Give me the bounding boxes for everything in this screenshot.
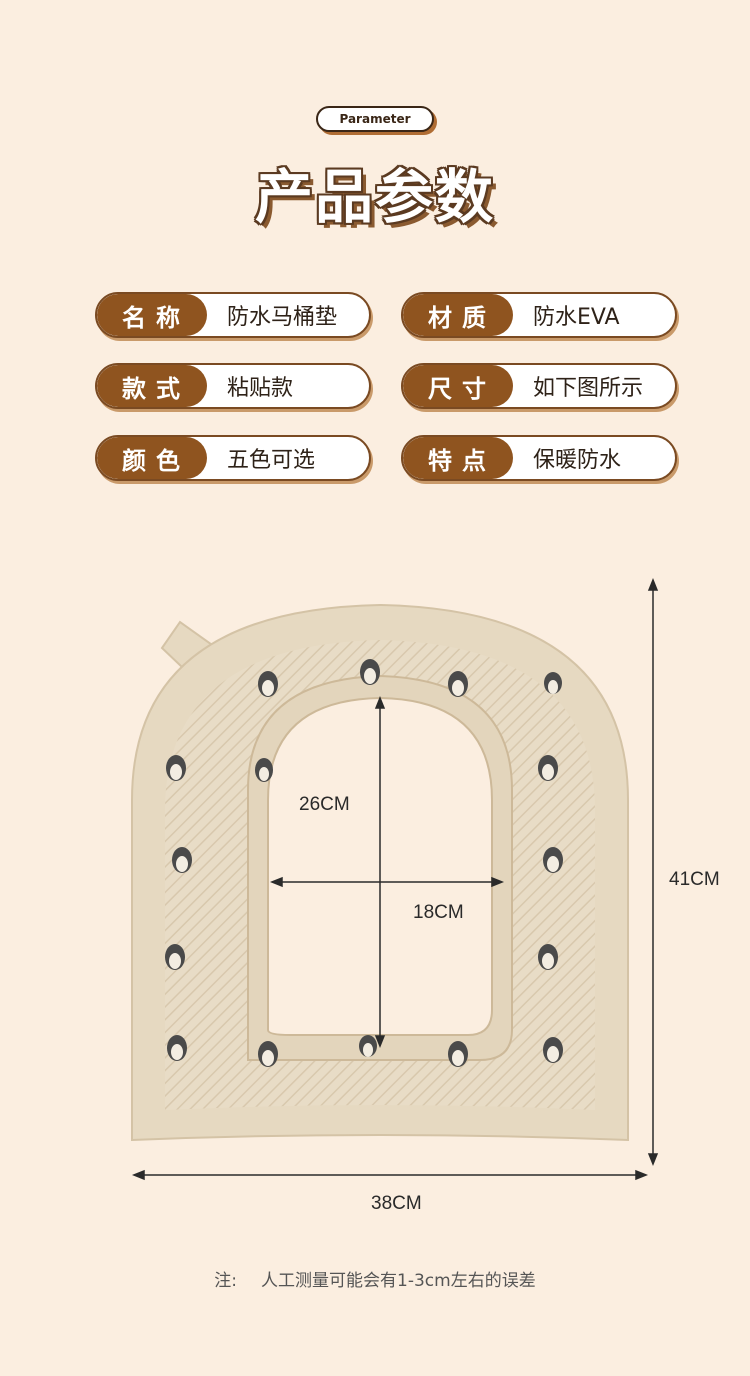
param-material: 材质 防水EVA <box>401 292 677 338</box>
penguin-icon <box>360 659 380 685</box>
penguin-icon <box>538 755 558 781</box>
penguin-icon <box>544 672 562 694</box>
param-value: 粘贴款 <box>227 376 294 401</box>
param-label: 款式 <box>97 365 207 407</box>
inner-width-label: 18CM <box>413 902 464 923</box>
penguin-icon <box>258 671 278 697</box>
penguin-icon <box>543 1037 563 1063</box>
param-value: 防水马桶垫 <box>227 305 338 330</box>
param-value: 如下图所示 <box>533 376 644 401</box>
param-label: 名称 <box>97 294 207 336</box>
param-label: 特点 <box>403 437 513 479</box>
penguin-icon <box>258 1041 278 1067</box>
param-value: 五色可选 <box>227 448 316 473</box>
penguin-icon <box>172 847 192 873</box>
param-color: 颜色 五色可选 <box>95 435 371 481</box>
penguin-icon <box>166 755 186 781</box>
note-prefix: 注: <box>214 1271 238 1291</box>
param-label: 尺寸 <box>403 365 513 407</box>
param-name: 名称 防水马桶垫 <box>95 292 371 338</box>
inner-height-arrow <box>374 695 386 1049</box>
inner-width-arrow <box>269 876 505 888</box>
outer-height-label: 41CM <box>669 869 720 890</box>
param-label: 颜色 <box>97 437 207 479</box>
param-value: 保暖防水 <box>533 448 622 473</box>
penguin-icon <box>255 758 273 782</box>
inner-height-label: 26CM <box>299 794 350 815</box>
param-style: 款式 粘贴款 <box>95 363 371 409</box>
penguin-icon <box>359 1035 377 1057</box>
penguin-icon <box>165 944 185 970</box>
outer-height-arrow <box>647 577 659 1167</box>
outer-width-label: 38CM <box>371 1193 422 1214</box>
page-title: 产品参数 <box>254 163 495 231</box>
param-value: 防水EVA <box>533 305 620 330</box>
measurement-note: 注: 人工测量可能会有1-3cm左右的误差 <box>0 1266 750 1291</box>
penguin-decorations <box>165 659 563 1067</box>
outer-width-arrow <box>131 1169 649 1181</box>
penguin-icon <box>538 944 558 970</box>
param-label: 材质 <box>403 294 513 336</box>
penguin-icon <box>543 847 563 873</box>
param-feature: 特点 保暖防水 <box>401 435 677 481</box>
parameter-badge: Parameter <box>316 106 434 132</box>
penguin-icon <box>167 1035 187 1061</box>
penguin-icon <box>448 671 468 697</box>
param-size: 尺寸 如下图所示 <box>401 363 677 409</box>
note-text: 人工测量可能会有1-3cm左右的误差 <box>261 1271 536 1291</box>
penguin-icon <box>448 1041 468 1067</box>
